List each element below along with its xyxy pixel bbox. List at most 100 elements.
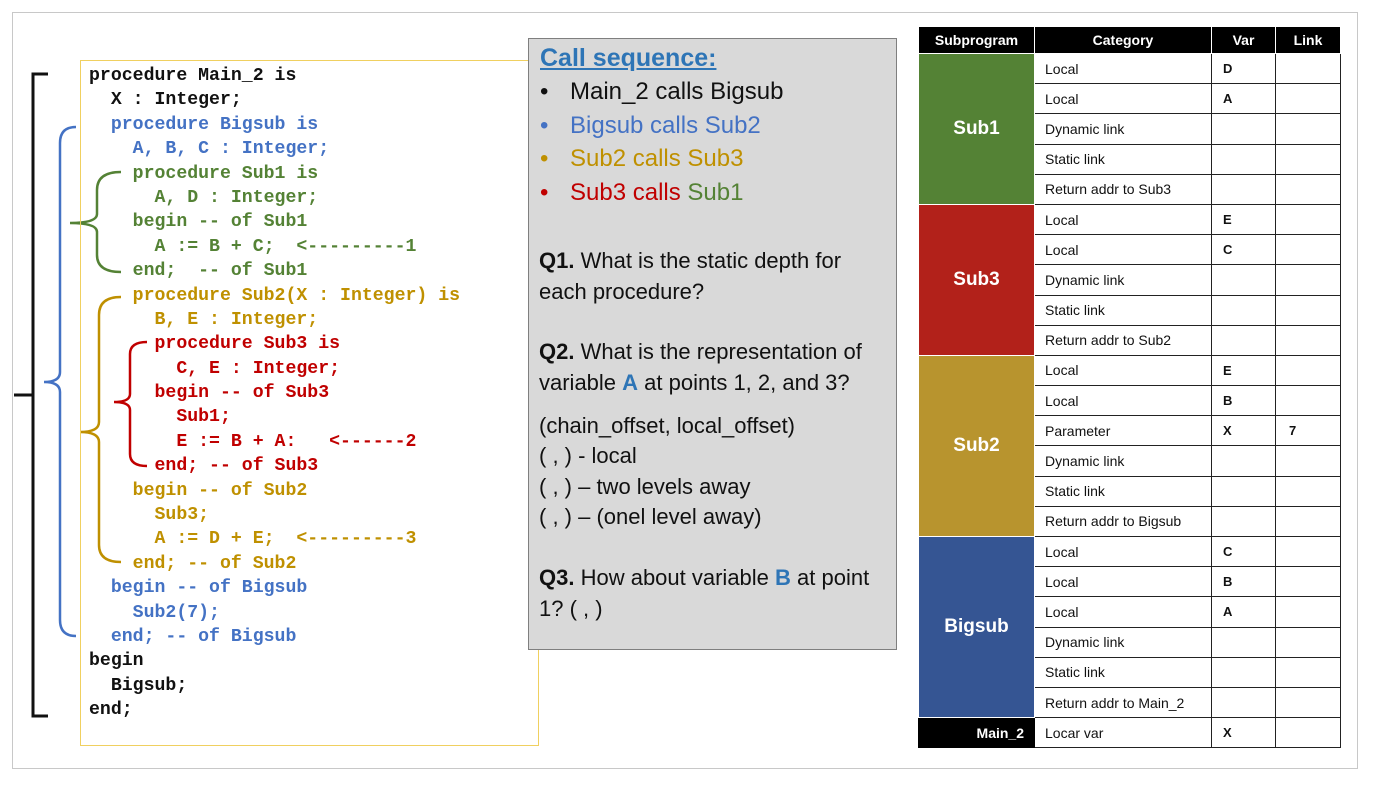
call-sequence-callee: Sub1 bbox=[687, 179, 744, 206]
question-3-variable: B bbox=[775, 565, 791, 590]
call-sequence-text: Bigsub calls Sub2 bbox=[570, 112, 761, 139]
var-cell bbox=[1211, 324, 1276, 356]
var-cell: X bbox=[1211, 717, 1276, 749]
code-line: Bigsub; bbox=[89, 675, 188, 696]
call-sequence-panel bbox=[528, 38, 897, 650]
sub1-scope-brace bbox=[69, 170, 122, 274]
var-cell bbox=[1211, 294, 1276, 326]
code-line: E := B + A: <------2 bbox=[89, 431, 417, 452]
header-subprogram: Subprogram bbox=[918, 26, 1035, 54]
question-2-variable: A bbox=[622, 370, 639, 395]
var-cell: A bbox=[1211, 596, 1276, 628]
var-cell: C bbox=[1211, 535, 1276, 568]
question-3-text-b: at point 1? ( , ) bbox=[539, 565, 870, 621]
table-row: Return addr to Sub3 bbox=[919, 173, 1341, 205]
call-sequence-text: Sub2 calls Sub3 bbox=[570, 145, 744, 172]
code-line: end; -- of Sub3 bbox=[89, 456, 319, 477]
subprogram-cell: Main_2 bbox=[918, 717, 1035, 749]
question-2-text-b: at points 1, 2, and 3? bbox=[638, 370, 850, 395]
category-cell: Local bbox=[1034, 596, 1212, 628]
link-cell bbox=[1275, 566, 1341, 598]
var-cell bbox=[1211, 686, 1276, 719]
category-cell: Local bbox=[1034, 535, 1212, 568]
category-cell: Dynamic link bbox=[1034, 113, 1212, 145]
tuple-line-two-levels: ( , ) – two levels away bbox=[539, 474, 751, 499]
code-line: A, D : Integer; bbox=[89, 187, 319, 208]
table-row: Return addr to Bigsub bbox=[919, 505, 1341, 538]
link-cell bbox=[1275, 173, 1341, 205]
table-header-row: Subprogram Category Var Link bbox=[918, 26, 1341, 54]
var-cell: B bbox=[1211, 385, 1276, 417]
category-cell: Static link bbox=[1034, 656, 1212, 688]
call-sequence-item: •Sub3 calls Sub1 bbox=[540, 179, 743, 207]
code-line: A := D + E; <---------3 bbox=[89, 529, 417, 550]
category-cell: Static link bbox=[1034, 143, 1212, 175]
var-cell: D bbox=[1211, 52, 1276, 85]
header-link: Link bbox=[1275, 26, 1341, 54]
var-cell: C bbox=[1211, 234, 1276, 266]
var-cell bbox=[1211, 656, 1276, 688]
category-cell: Dynamic link bbox=[1034, 445, 1212, 477]
link-cell bbox=[1275, 113, 1341, 145]
var-cell bbox=[1211, 143, 1276, 175]
link-cell bbox=[1275, 505, 1341, 538]
question-1: Q1. What is the static depth for each pr… bbox=[539, 245, 891, 307]
question-1-text: What is the static depth for each proced… bbox=[539, 248, 842, 304]
code-line: procedure Sub1 is bbox=[89, 163, 319, 184]
category-cell: Local bbox=[1034, 566, 1212, 598]
var-cell bbox=[1211, 505, 1276, 538]
code-line: B, E : Integer; bbox=[89, 309, 319, 330]
subprogram-cell: Sub3 bbox=[918, 203, 1035, 356]
link-cell bbox=[1275, 83, 1341, 115]
link-cell bbox=[1275, 385, 1341, 417]
var-cell bbox=[1211, 475, 1276, 507]
link-cell bbox=[1275, 324, 1341, 356]
link-cell bbox=[1275, 264, 1341, 296]
table-row: Static link bbox=[919, 143, 1341, 175]
category-cell: Local bbox=[1034, 203, 1212, 236]
question-3: Q3. How about variable B at point 1? ( ,… bbox=[539, 562, 891, 624]
main2-scope-bracket bbox=[14, 72, 48, 718]
category-cell: Return addr to Main_2 bbox=[1034, 686, 1212, 719]
link-cell bbox=[1275, 52, 1341, 85]
var-cell bbox=[1211, 264, 1276, 296]
table-row: Dynamic link bbox=[919, 626, 1341, 658]
category-cell: Locar var bbox=[1034, 717, 1212, 749]
code-line: X : Integer; bbox=[89, 90, 242, 111]
link-cell bbox=[1275, 354, 1341, 387]
sub3-scope-bracket bbox=[113, 340, 148, 468]
category-cell: Local bbox=[1034, 385, 1212, 417]
var-cell bbox=[1211, 113, 1276, 145]
question-1-label: Q1. bbox=[539, 248, 575, 273]
link-cell bbox=[1275, 203, 1341, 236]
var-cell: B bbox=[1211, 566, 1276, 598]
category-cell: Local bbox=[1034, 234, 1212, 266]
subprogram-cell: Sub2 bbox=[918, 354, 1035, 538]
table-row: Return addr to Sub2 bbox=[919, 324, 1341, 356]
call-sequence-text: Sub3 calls bbox=[570, 179, 688, 206]
link-cell: 7 bbox=[1275, 415, 1341, 447]
code-line: procedure Main_2 is bbox=[89, 66, 297, 86]
table-row: Dynamic link bbox=[919, 264, 1341, 296]
table-row: Dynamic link bbox=[919, 113, 1341, 145]
bullet-icon: • bbox=[540, 145, 549, 172]
category-cell: Local bbox=[1034, 354, 1212, 387]
code-line: Sub2(7); bbox=[89, 602, 220, 623]
slide-frame bbox=[12, 12, 1358, 769]
tuple-line-one-level: ( , ) – (onel level away) bbox=[539, 504, 762, 529]
call-sequence-item: •Bigsub calls Sub2 bbox=[540, 112, 761, 140]
code-line: procedure Sub2(X : Integer) is bbox=[89, 285, 461, 306]
code-line: begin bbox=[89, 651, 144, 672]
category-cell: Parameter bbox=[1034, 415, 1212, 447]
question-3-text-a: How about variable bbox=[574, 565, 776, 590]
table-row: Static link bbox=[919, 294, 1341, 326]
